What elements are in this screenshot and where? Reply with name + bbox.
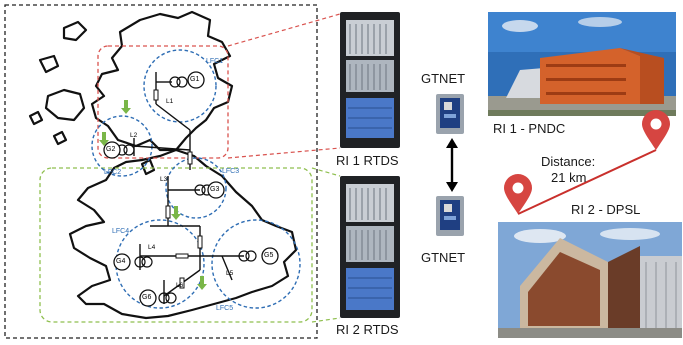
distance-label: Distance: <box>541 154 596 169</box>
dpsl-building-photo <box>498 222 682 338</box>
generator-g2-label: G2 <box>106 146 116 153</box>
green-arrow-1 <box>121 100 131 114</box>
transformer-6b <box>165 292 177 304</box>
line-impedance-6 <box>179 277 185 289</box>
generator-g1-symbol <box>187 71 205 89</box>
load-l4-label: L4 <box>148 244 156 251</box>
ri2-connector-bottom <box>311 317 341 323</box>
lfc1-label: LFC1 <box>206 58 224 65</box>
gb-map-outline <box>28 10 298 320</box>
generator-g6-symbol <box>139 289 157 307</box>
ri2-rtds-label: RI 2 RTDS <box>336 322 399 337</box>
transformer-4 <box>134 256 146 268</box>
ri1-connector-top <box>227 13 341 47</box>
line-impedance-2 <box>187 151 193 165</box>
green-arrow-3 <box>171 206 181 220</box>
network-lines <box>133 72 244 304</box>
generator-g3-symbol <box>207 181 225 199</box>
gtnet-card-top <box>436 94 464 134</box>
generator-g3-label: G3 <box>210 186 220 193</box>
transformer-4b <box>141 256 153 268</box>
generator-g4-label: G4 <box>116 258 126 265</box>
transformer-1 <box>169 76 181 88</box>
transformer-3 <box>194 184 206 196</box>
line-impedance-3 <box>165 205 171 219</box>
generator-g4-symbol <box>113 253 131 271</box>
rtds-rack-ri1 <box>340 12 400 148</box>
lfc2-label: LFC2 <box>104 169 122 176</box>
generator-g1-label: G1 <box>190 76 200 83</box>
lfc2-area <box>91 115 153 177</box>
route-line <box>517 149 657 215</box>
transformer-1b <box>176 76 188 88</box>
lfc5-label: LFC5 <box>216 305 234 312</box>
gtnet-top-label: GTNET <box>421 71 466 86</box>
green-arrow-2 <box>99 132 109 146</box>
load-l5-label: L5 <box>226 270 234 277</box>
pin-pndc-icon <box>642 110 670 150</box>
generator-g6-label: G6 <box>142 294 152 301</box>
generator-g5-symbol <box>261 247 279 265</box>
ri1-connector-bottom <box>227 147 341 159</box>
rtds-rack-ri2 <box>340 176 400 318</box>
transformer-6 <box>158 292 170 304</box>
transformer-5 <box>238 250 250 262</box>
generator-g2-symbol <box>103 141 121 159</box>
link-arrow <box>446 138 458 192</box>
gtnet-card-bottom <box>436 196 464 236</box>
line-impedance-4 <box>175 253 189 259</box>
pin-dpsl-icon <box>504 174 532 214</box>
transformer-5b <box>245 250 257 262</box>
load-l3-label: L3 <box>160 176 168 183</box>
lfc4-label: LFC4 <box>112 228 130 235</box>
transformer-2b <box>123 144 135 156</box>
ri1-region <box>97 45 229 159</box>
generator-g5-label: G5 <box>264 252 274 259</box>
ri1-rtds-label: RI 1 RTDS <box>336 153 399 168</box>
load-l6-label: L6 <box>176 282 184 289</box>
line-impedance-5 <box>197 235 203 249</box>
ri2-region <box>39 167 313 323</box>
ri2-connector-top <box>311 167 341 177</box>
gtnet-bottom-label: GTNET <box>421 250 466 265</box>
site-dpsl-label: RI 2 - DPSL <box>571 202 641 217</box>
line-impedance-1 <box>153 89 159 101</box>
green-arrow-4 <box>197 276 207 290</box>
lfc3-area <box>165 157 227 219</box>
map-frame <box>4 4 318 339</box>
distance-value: 21 km <box>551 170 587 185</box>
load-l2-label: L2 <box>130 132 138 139</box>
lfc3-label: LFC3 <box>222 168 240 175</box>
load-l1-label: L1 <box>166 98 174 105</box>
pndc-building-photo <box>488 12 676 116</box>
lfc5-area <box>211 219 301 309</box>
site-pndc-label: RI 1 - PNDC <box>493 121 566 136</box>
